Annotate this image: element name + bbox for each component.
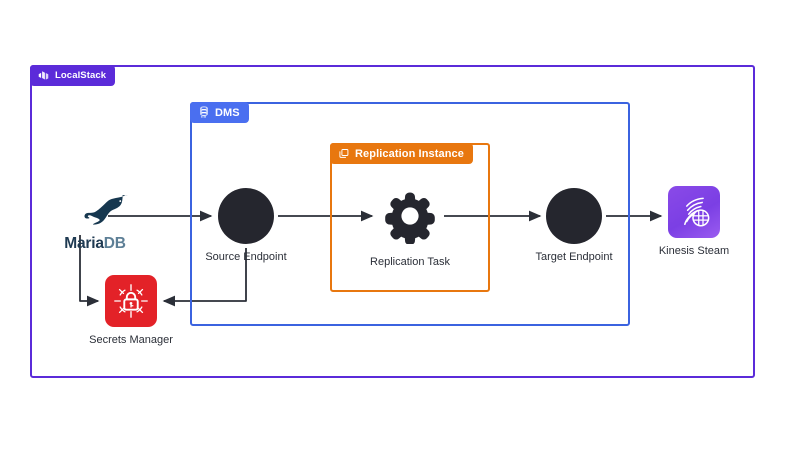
dms-badge-label: DMS: [215, 106, 240, 119]
target-endpoint-label: Target Endpoint: [535, 251, 613, 263]
node-source-endpoint: Source Endpoint: [205, 188, 287, 263]
database-icon: [197, 106, 210, 119]
copy-duplicate-icon: [337, 147, 350, 160]
endpoint-circle-icon: [546, 188, 602, 244]
padlock-target-icon: [105, 275, 157, 327]
mariadb-wordmark: MariaDB: [64, 236, 126, 252]
mariadb-wordmark-part2: DB: [103, 235, 126, 252]
dms-badge: DMS: [190, 102, 249, 123]
node-replication-task: Replication Task: [370, 188, 450, 268]
localstack-badge: LocalStack: [30, 65, 116, 86]
gear-icon: [381, 188, 439, 249]
source-endpoint-label: Source Endpoint: [205, 251, 287, 263]
localstack-badge-label: LocalStack: [55, 70, 107, 81]
localstack-logo-icon: [37, 69, 50, 82]
node-secrets-manager: Secrets Manager: [89, 275, 173, 346]
node-kinesis-stream: Kinesis Steam: [659, 186, 729, 257]
mariadb-seal-logo-icon: [58, 193, 132, 232]
node-target-endpoint: Target Endpoint: [535, 188, 613, 263]
node-mariadb: MariaDB: [49, 193, 141, 252]
replication-instance-badge-label: Replication Instance: [355, 147, 464, 160]
endpoint-circle-icon: [218, 188, 274, 244]
mariadb-wordmark-part1: Maria: [64, 235, 104, 252]
replication-task-label: Replication Task: [370, 256, 450, 268]
kinesis-stream-icon: [668, 186, 720, 238]
replication-instance-badge: Replication Instance: [330, 143, 473, 164]
secrets-manager-label: Secrets Manager: [89, 334, 173, 346]
localstack-container: [30, 65, 755, 378]
kinesis-stream-label: Kinesis Steam: [658, 245, 730, 257]
dms-container: [190, 102, 630, 326]
